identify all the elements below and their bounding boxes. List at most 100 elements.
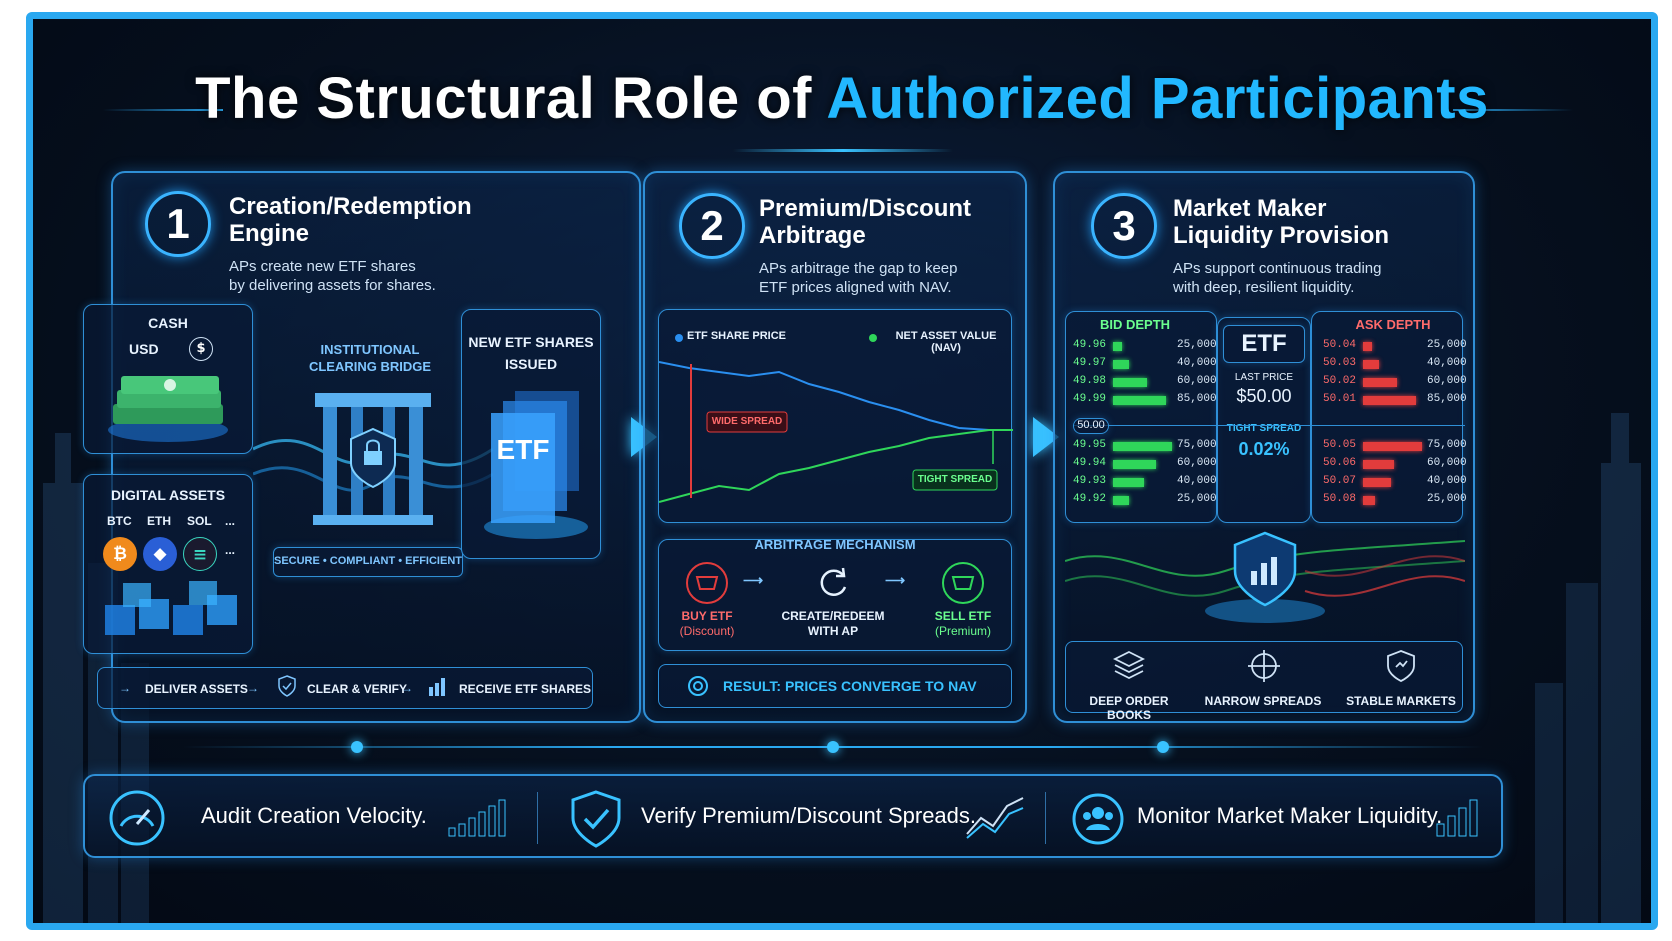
bid-depth-bar bbox=[1113, 342, 1122, 351]
last-price-label: LAST PRICE bbox=[1234, 372, 1294, 383]
bars-icon bbox=[1436, 799, 1478, 837]
bars-icon bbox=[448, 799, 506, 837]
panel2-title-line2: Arbitrage bbox=[759, 222, 866, 249]
more-label: ... bbox=[225, 514, 236, 528]
bottom-action-bar: Audit Creation Velocity. Verify Premium/… bbox=[83, 774, 1503, 858]
bridge-label: INSTITUTIONAL CLEARING BRIDGE bbox=[295, 341, 445, 375]
wide-spread-label: WIDE SPREAD bbox=[711, 416, 783, 427]
ask-quantity: 75,000 bbox=[1427, 439, 1467, 451]
bid-depth-bar bbox=[1113, 360, 1129, 369]
bridge-tag-box bbox=[273, 547, 463, 577]
bid-price: 49.97 bbox=[1073, 357, 1107, 369]
buy-etf-line1: BUY ETF bbox=[681, 609, 733, 623]
bid-depth-box bbox=[1065, 311, 1217, 523]
connector-dot bbox=[351, 741, 363, 753]
usd-label: USD bbox=[129, 341, 159, 357]
arrow-right-icon: ⟶ bbox=[885, 572, 906, 588]
speedometer-icon bbox=[109, 790, 165, 846]
tight-spread-label: TIGHT SPREAD bbox=[1226, 423, 1302, 434]
panel3-desc-line1: APs support continuous trading bbox=[1173, 260, 1382, 277]
ask-depth-bar bbox=[1363, 396, 1416, 405]
ask-price: 50.08 bbox=[1323, 493, 1357, 505]
panel3-title: Market Maker Liquidity Provision bbox=[1173, 195, 1389, 249]
panel1-title-line2: Engine bbox=[229, 220, 310, 247]
bid-depth-bar bbox=[1113, 496, 1129, 505]
create-redeem-label: CREATE/REDEEM WITH AP bbox=[781, 609, 885, 639]
bid-price: 49.92 bbox=[1073, 493, 1107, 505]
title-main: The Structural Role of bbox=[195, 66, 827, 131]
panel3-description: APs support continuous trading with deep… bbox=[1173, 259, 1381, 297]
bid-quantity: 60,000 bbox=[1177, 457, 1217, 469]
shield-check-icon bbox=[571, 790, 621, 848]
ask-quantity: 25,000 bbox=[1427, 493, 1467, 505]
bottom-separator bbox=[537, 792, 538, 844]
bid-price: 49.94 bbox=[1073, 457, 1107, 469]
title-line-left bbox=[103, 109, 223, 111]
panel1-desc-line2: by delivering assets for shares. bbox=[229, 277, 436, 294]
ask-depth-bar bbox=[1363, 496, 1375, 505]
bid-quantity: 25,000 bbox=[1177, 339, 1217, 351]
bid-price: 49.99 bbox=[1073, 393, 1107, 405]
bid-depth-bar bbox=[1113, 478, 1144, 487]
panel1-desc-line1: APs create new ETF shares bbox=[229, 258, 416, 275]
bid-depth-title: BID DEPTH bbox=[1099, 317, 1171, 332]
bid-quantity: 75,000 bbox=[1177, 439, 1217, 451]
panel1-title-line1: Creation/Redemption bbox=[229, 193, 472, 220]
bid-depth-bar bbox=[1113, 378, 1147, 387]
crosshair-icon bbox=[1248, 650, 1280, 682]
arrow-right-icon: ⟶ bbox=[743, 572, 764, 588]
ask-quantity: 40,000 bbox=[1427, 475, 1467, 487]
ethereum-icon: ◆ bbox=[143, 537, 177, 571]
feature-stable-markets: STABLE MARKETS bbox=[1346, 694, 1456, 708]
step-number-3: 3 bbox=[1091, 193, 1157, 259]
ask-depth-bar bbox=[1363, 442, 1422, 451]
step-deliver-assets: DELIVER ASSETS bbox=[145, 682, 248, 696]
panel1-flow-row bbox=[97, 667, 593, 709]
step-number-1: 1 bbox=[145, 191, 211, 257]
feature-deep-order-books: DEEP ORDER BOOKS bbox=[1089, 694, 1169, 722]
bid-quantity: 25,000 bbox=[1177, 493, 1217, 505]
audit-creation-velocity: Audit Creation Velocity. bbox=[201, 803, 427, 828]
arrow-right-icon: → bbox=[247, 681, 259, 695]
new-etf-line2: ISSUED bbox=[504, 356, 558, 372]
city-skyline-right bbox=[1535, 413, 1641, 923]
arrow-right-icon: → bbox=[401, 681, 413, 695]
connector-dot bbox=[1157, 741, 1169, 753]
digital-assets-label: DIGITAL ASSETS bbox=[110, 487, 226, 503]
bid-depth-bar bbox=[1113, 442, 1172, 451]
btc-label: BTC bbox=[107, 514, 132, 528]
buy-cart-icon bbox=[686, 562, 728, 604]
ask-quantity: 60,000 bbox=[1427, 375, 1467, 387]
tight-spread-value: 0.02% bbox=[1238, 439, 1290, 459]
page-title: The Structural Role of Authorized Partic… bbox=[33, 65, 1651, 132]
legend-nav-label: NET ASSET VALUE (NAV) bbox=[895, 330, 997, 354]
more-coins-label: ... bbox=[225, 543, 236, 557]
step-receive-etf: RECEIVE ETF SHARES bbox=[459, 682, 592, 696]
ask-depth-bar bbox=[1363, 360, 1379, 369]
last-price-value: $50.00 bbox=[1236, 386, 1292, 406]
trend-chart-icon bbox=[966, 797, 1024, 839]
panel3-desc-line2: with deep, resilient liquidity. bbox=[1173, 279, 1355, 296]
legend-etf-dot bbox=[675, 334, 683, 342]
ask-depth-bar bbox=[1363, 378, 1397, 387]
buy-etf-line2: (Discount) bbox=[679, 624, 735, 638]
nav-line bbox=[659, 429, 1013, 503]
infographic-frame: The Structural Role of Authorized Partic… bbox=[26, 12, 1658, 930]
ask-quantity: 40,000 bbox=[1427, 357, 1467, 369]
panel1-description: APs create new ETF shares by delivering … bbox=[229, 257, 436, 295]
ask-price: 50.06 bbox=[1323, 457, 1357, 469]
bid-quantity: 40,000 bbox=[1177, 357, 1217, 369]
etf-price-line bbox=[659, 361, 1013, 431]
monitor-market-maker: Monitor Market Maker Liquidity. bbox=[1137, 803, 1443, 828]
etf-stack-icon bbox=[484, 391, 588, 539]
ask-price: 50.07 bbox=[1323, 475, 1357, 487]
panel2-title-line1: Premium/Discount bbox=[759, 195, 972, 222]
sell-etf-label: SELL ETF (Premium) bbox=[929, 609, 997, 639]
shield-stable-icon bbox=[1387, 650, 1415, 682]
sol-label: SOL bbox=[187, 514, 212, 528]
bid-price: 49.96 bbox=[1073, 339, 1107, 351]
bridge-line1: INSTITUTIONAL bbox=[320, 342, 420, 357]
ask-price: 50.05 bbox=[1323, 439, 1357, 451]
feature-narrow-spreads: NARROW SPREADS bbox=[1204, 694, 1322, 708]
liquidity-waves-graphic bbox=[1065, 540, 1465, 623]
